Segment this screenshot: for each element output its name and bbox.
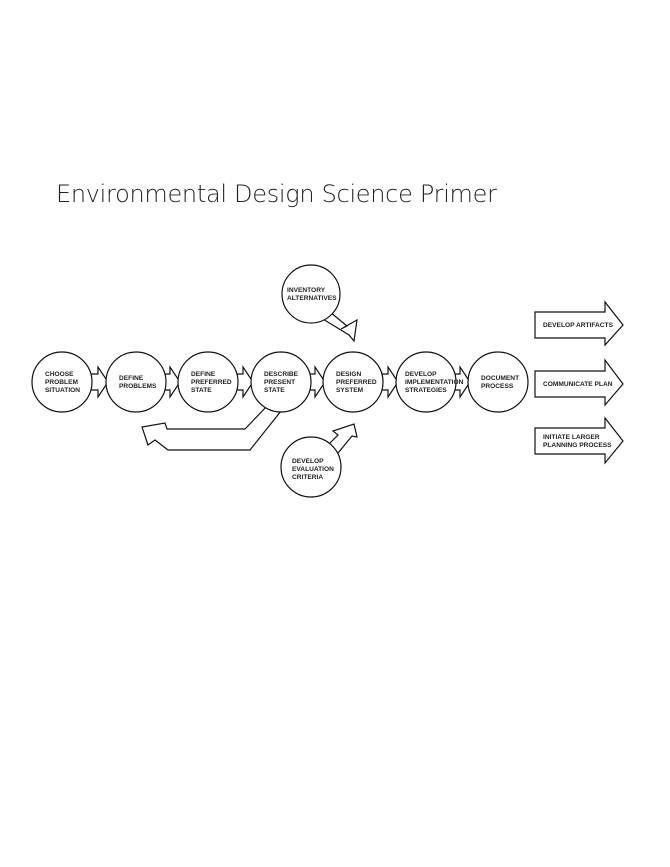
outcome-label: COMMUNICATE PLAN xyxy=(543,381,613,388)
label-line: DEFINE xyxy=(191,371,216,378)
label-line: IMPLEMENTATION xyxy=(405,379,464,386)
label-line: DEVELOP ARTIFACTS xyxy=(543,322,614,329)
outcome-arrow xyxy=(534,358,624,407)
process-step-circle xyxy=(467,351,529,413)
label-line: DESIGN xyxy=(336,371,362,378)
label-line: INITIATE LARGER xyxy=(543,434,600,441)
label-line: DEVELOP xyxy=(292,458,324,465)
label-line: DEFINE xyxy=(119,375,144,382)
outcome-arrow xyxy=(534,300,624,347)
process-step-circle xyxy=(31,351,93,413)
process-step-circle xyxy=(395,351,457,413)
label-line: STRATEGIES xyxy=(405,387,447,394)
label-line: PLANNING PROCESS xyxy=(543,442,612,449)
label-line: PRESENT xyxy=(264,379,295,386)
label-line: PROBLEMS xyxy=(119,383,157,390)
inventory-alternatives-circle xyxy=(281,264,341,324)
process-step-circle xyxy=(322,351,384,413)
label-line: CHOOSE xyxy=(45,371,74,378)
page-title: Environmental Design Science Primer xyxy=(56,180,497,208)
outcome-label: DEVELOP ARTIFACTS xyxy=(543,322,614,329)
outcome-arrow xyxy=(534,416,624,465)
label-line: PROBLEM xyxy=(45,379,78,386)
label-line: EVALUATION xyxy=(292,466,334,473)
label-line: STATE xyxy=(264,387,285,394)
label-line: PREFERRED xyxy=(191,379,232,386)
label-line: COMMUNICATE PLAN xyxy=(543,381,613,388)
label-line: PROCESS xyxy=(481,383,514,390)
process-step-circle xyxy=(250,351,312,413)
feedback-arrow-icon xyxy=(141,404,287,451)
label-line: DEVELOP xyxy=(405,371,437,378)
evaluation-criteria-circle xyxy=(280,436,342,498)
label-line: PREFERRED xyxy=(336,379,377,386)
label-line: CRITERIA xyxy=(292,474,323,481)
label-line: SYSTEM xyxy=(336,387,364,394)
label-line: DOCUMENT xyxy=(481,375,519,382)
label-line: DESCRIBE xyxy=(264,371,299,378)
process-step-circle xyxy=(105,351,167,413)
label-line: STATE xyxy=(191,387,212,394)
input-arrow-icon xyxy=(319,311,358,343)
process-step-circle xyxy=(177,351,239,413)
label-line: ALTERNATIVES xyxy=(287,295,337,302)
label-line: SITUATION xyxy=(45,387,80,394)
label-line: INVENTORY xyxy=(287,287,326,294)
